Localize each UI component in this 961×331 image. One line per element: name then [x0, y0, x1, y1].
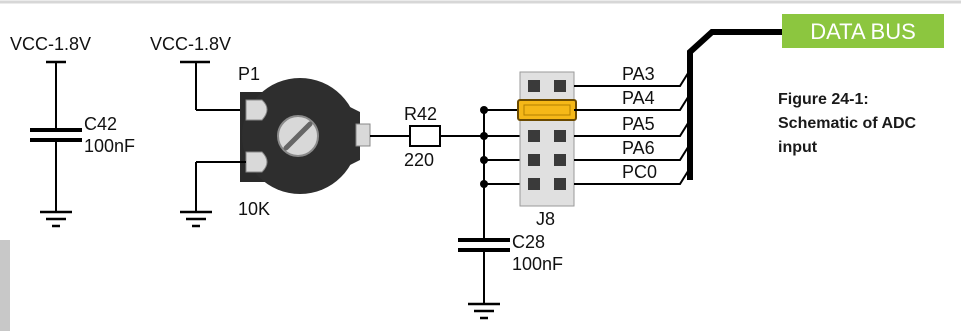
- ground-icon-pot: [180, 210, 212, 228]
- pin-label: PC0: [622, 162, 657, 182]
- header-pin: [554, 80, 566, 92]
- caption-line-3: input: [778, 139, 818, 156]
- pot-nose: [348, 106, 360, 166]
- ground-icon-c28: [468, 302, 500, 320]
- header-pin: [528, 178, 540, 190]
- pot-pin-top: [245, 99, 268, 121]
- ground-icon-left: [40, 210, 72, 228]
- c28-value: 100nF: [512, 254, 563, 274]
- left-power-group: VCC-1.8V C42 100nF: [10, 34, 135, 228]
- header-pin: [528, 130, 540, 142]
- r42-body: [409, 125, 441, 147]
- data-bus-tag: [782, 14, 944, 48]
- c28-ref: C28: [512, 232, 545, 252]
- header-pin: [554, 178, 566, 190]
- signal-wires: [574, 69, 691, 185]
- pot-supply-label: VCC-1.8V: [150, 34, 231, 54]
- data-bus-label: DATA BUS: [810, 19, 916, 44]
- pot-wiper-pin: [355, 123, 371, 147]
- potentiometer-group: VCC-1.8V P1 10K: [150, 34, 371, 228]
- j8-ref: J8: [536, 209, 555, 229]
- pin-label: PA6: [622, 138, 655, 158]
- junction-dot: [480, 156, 488, 164]
- pot-ref: P1: [238, 64, 260, 84]
- frame-left-edge: [0, 240, 10, 331]
- c42-value: 100nF: [84, 136, 135, 156]
- pot-knob-slot: [283, 121, 313, 151]
- header-pin: [554, 130, 566, 142]
- pot-pin-bottom: [245, 151, 268, 173]
- filter-cap-group: C28 100nF: [458, 184, 563, 320]
- junction-dot: [480, 132, 488, 140]
- pin-label: PA3: [622, 64, 655, 84]
- figure-caption: Figure 24-1: Schematic of ADC input: [778, 91, 917, 156]
- jumper-header-j8: J8: [517, 71, 577, 229]
- vcc-label-left: VCC-1.8V: [10, 34, 91, 54]
- node-rail-group: [480, 106, 526, 240]
- header-pin: [528, 80, 540, 92]
- caption-line-1: Figure 24-1:: [778, 91, 869, 108]
- resistor-group: R42 220: [370, 104, 484, 170]
- data-bus-line: [687, 29, 782, 180]
- pin-label: PA4: [622, 88, 655, 108]
- pin-label: PA5: [622, 114, 655, 134]
- header-pin: [554, 154, 566, 166]
- jumper-cap-inner: [523, 104, 571, 116]
- header-pin: [528, 154, 540, 166]
- data-bus-group: DATA BUS: [687, 14, 944, 180]
- c42-ref: C42: [84, 114, 117, 134]
- r42-ref: R42: [404, 104, 437, 124]
- jumper-cap-selected[interactable]: [517, 99, 577, 121]
- pot-value: 10K: [238, 199, 270, 219]
- caption-line-2: Schematic of ADC: [778, 115, 917, 132]
- junction-dot: [480, 106, 488, 114]
- r42-value: 220: [404, 150, 434, 170]
